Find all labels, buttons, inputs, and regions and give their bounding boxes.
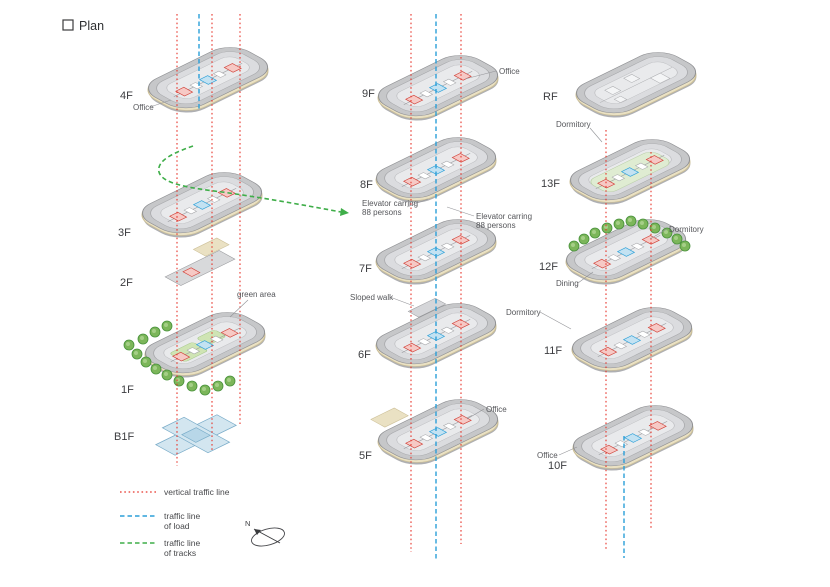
- floor-label-9f: 9F: [362, 88, 375, 100]
- annotation-green-area: green area: [229, 290, 276, 318]
- svg-text:Dining: Dining: [556, 279, 579, 288]
- tracks-arrowhead: [340, 208, 349, 216]
- svg-text:88 persons: 88 persons: [362, 208, 402, 217]
- svg-text:Sloped walk: Sloped walk: [350, 293, 394, 302]
- skylight: [649, 72, 671, 84]
- svg-text:green area: green area: [237, 290, 276, 299]
- floor-label-b1f: B1F: [114, 431, 134, 443]
- deck-landing: [192, 237, 230, 257]
- skylight: [604, 86, 622, 95]
- svg-text:Dormitory: Dormitory: [556, 120, 591, 129]
- annotation-sloped-walk: Sloped walk: [350, 293, 415, 307]
- annotation-dormitory-11f: Dormitory: [506, 308, 572, 330]
- legend: vertical traffic line traffic line of lo…: [120, 487, 230, 558]
- legend-label-load-2: of load: [164, 521, 190, 531]
- legend-label-load-1: traffic line: [164, 511, 200, 521]
- legend-item-tracks: traffic line of tracks: [120, 538, 200, 558]
- svg-text:Elevator carring: Elevator carring: [362, 199, 418, 208]
- floor-2f-deck: [164, 237, 236, 286]
- floor-label-4f: 4F: [120, 90, 133, 102]
- floor-rf: [560, 46, 712, 124]
- annotation-office-9f: Office: [464, 67, 520, 80]
- floor-b1f: [154, 414, 238, 456]
- svg-text:Office: Office: [133, 103, 154, 112]
- legend-item-vertical: vertical traffic line: [120, 487, 230, 497]
- compass: N: [245, 519, 285, 547]
- legend-label-tracks-1: traffic line: [164, 538, 200, 548]
- deck-core: [182, 267, 201, 277]
- annotation-dormitory-13f: Dormitory: [556, 120, 603, 143]
- floor-label-6f: 6F: [358, 349, 371, 361]
- svg-text:Elevator carring: Elevator carring: [476, 212, 532, 221]
- skylight: [613, 95, 628, 103]
- floor-label-8f: 8F: [360, 179, 373, 191]
- floor-13f: [554, 133, 706, 211]
- floor-5f: [362, 393, 514, 471]
- annotation-office-10f: Office: [537, 446, 578, 460]
- entry-deck: [370, 407, 409, 428]
- floor-label-12f: 12F: [539, 261, 558, 273]
- floor-label-1f: 1F: [121, 384, 134, 396]
- tracks-traffic-line: [158, 145, 342, 213]
- svg-text:Dormitory: Dormitory: [669, 225, 704, 234]
- deck-slab: [164, 250, 236, 286]
- compass-needle-tip: [254, 529, 261, 535]
- legend-label-vertical: vertical traffic line: [164, 487, 230, 497]
- floor-label-11f: 11F: [544, 345, 562, 357]
- svg-text:Office: Office: [486, 405, 507, 414]
- basement-core: [181, 427, 211, 443]
- floor-label-2f: 2F: [120, 277, 133, 289]
- annotation-dormitory-12f: Dormitory: [649, 225, 704, 240]
- annotation-elevator-left: Elevator carring 88 persons: [362, 198, 429, 217]
- annotation-elevator-right: Elevator carring 88 persons: [446, 206, 532, 230]
- title-text: Plan: [79, 19, 104, 33]
- floor-label-10f: 10F: [548, 460, 567, 472]
- floor-label-5f: 5F: [359, 450, 372, 462]
- compass-north-label: N: [245, 519, 250, 528]
- svg-text:Dormitory: Dormitory: [506, 308, 541, 317]
- skylight: [623, 74, 641, 83]
- annotation-dining: Dining: [556, 271, 594, 288]
- annotation-office-5f: Office: [466, 405, 507, 420]
- floor-1f: [123, 306, 281, 396]
- floor-label-3f: 3F: [118, 227, 131, 239]
- floor-label-13f: 13F: [541, 178, 560, 190]
- legend-label-tracks-2: of tracks: [164, 548, 196, 558]
- legend-item-load: traffic line of load: [120, 511, 200, 531]
- floor-label-rf: RF: [543, 91, 558, 103]
- floor-label-7f: 7F: [359, 263, 372, 275]
- svg-text:88 persons: 88 persons: [476, 221, 516, 230]
- page-title: Plan: [62, 19, 104, 33]
- annotation-office-4f: Office: [133, 99, 172, 112]
- square-icon: [62, 19, 74, 31]
- svg-text:Office: Office: [499, 67, 520, 76]
- traffic-lines: [158, 14, 652, 560]
- svg-text:Office: Office: [537, 451, 558, 460]
